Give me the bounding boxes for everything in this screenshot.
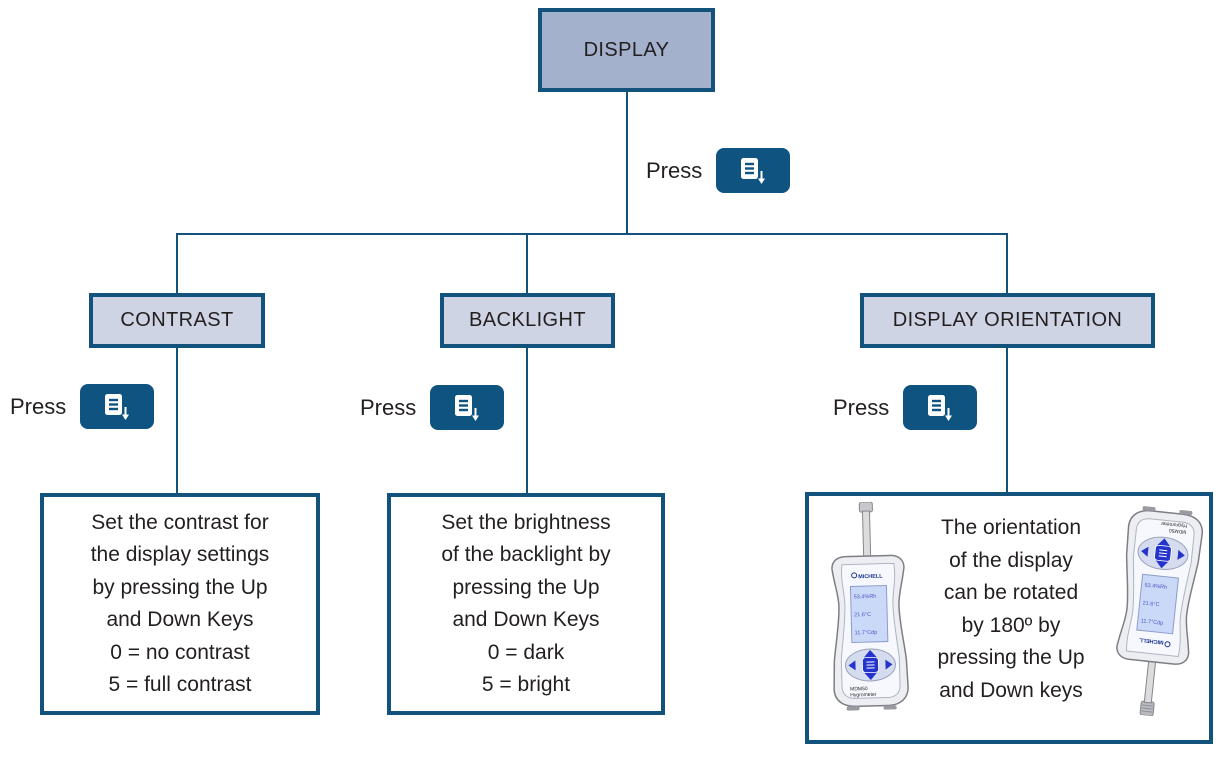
press-group-orientation: Press [833, 385, 978, 430]
press-label: Press [646, 157, 703, 183]
model-label: Hygrometer [1160, 520, 1187, 529]
lcd-line: 11.7°Cdp [1140, 618, 1163, 626]
right-key-icon [885, 659, 893, 670]
node-contrast-label: CONTRAST [120, 309, 234, 331]
node-display: DISPLAY [538, 8, 715, 92]
connector-orientation-desc [1006, 348, 1008, 492]
model-label: MDM50 [1168, 527, 1186, 535]
menu-down-key-icon [741, 157, 766, 184]
connector-drop-backlight [526, 233, 528, 293]
lcd-screen [1136, 573, 1180, 635]
node-display-orientation-label: DISPLAY ORIENTATION [892, 309, 1123, 331]
lcd-line: 21.6°C [854, 612, 871, 618]
press-group-backlight: Press [360, 385, 505, 430]
hygrometer-icon: MICHELL 53.4%Rh 21.6°C 11.7°Cdp MDM50 Hy… [831, 501, 909, 711]
hygrometer-icon: MICHELL 53.4%Rh 21.6°C 11.7°Cdp MDM50 Hy… [1116, 506, 1203, 717]
lcd-line: 11.7°Cdp [855, 630, 878, 637]
model-label: MDM50 [850, 686, 868, 692]
press-group-contrast: Press [10, 384, 155, 429]
lcd-line: 53.4%Rh [854, 594, 877, 601]
contrast-description: Set the contrast for the display setting… [90, 510, 270, 697]
node-backlight: BACKLIGHT [440, 293, 615, 348]
menu-down-key-button [903, 385, 978, 430]
node-display-label: DISPLAY [583, 38, 670, 61]
down-key-icon [1156, 538, 1171, 548]
connector-horizontal [176, 233, 1008, 235]
brand-logo-icon [1164, 641, 1171, 648]
menu-down-key-icon [105, 393, 130, 420]
menu-down-key-button [430, 385, 505, 430]
lcd-line: 53.4%Rh [1144, 583, 1167, 591]
connector-backlight-desc [526, 348, 528, 493]
press-label: Press [360, 394, 417, 420]
descbox-backlight: Set the brightness of the backlight by p… [387, 493, 665, 715]
connector-drop-contrast [176, 233, 178, 293]
connector-contrast-desc [176, 348, 178, 493]
left-key-icon [1177, 549, 1185, 560]
brand-logo-icon [851, 572, 858, 579]
press-label: Press [10, 393, 67, 419]
hygrometer-image-rotated: MICHELL 53.4%Rh 21.6°C 11.7°Cdp MDM50 Hy… [1100, 500, 1214, 720]
down-key-icon [863, 671, 878, 680]
backlight-description: Set the brightness of the backlight by p… [441, 510, 611, 697]
up-key-icon [1155, 559, 1170, 569]
lcd-screen [849, 585, 889, 643]
lcd-screen-flipped: 53.4%Rh 21.6°C 11.7°Cdp [1136, 573, 1180, 635]
menu-down-key-icon [928, 394, 953, 421]
orientation-description: The orientation of the display can be ro… [937, 516, 1085, 702]
lcd-line: 21.6°C [1142, 600, 1159, 608]
node-backlight-label: BACKLIGHT [469, 309, 586, 331]
node-display-orientation: DISPLAY ORIENTATION [860, 293, 1155, 348]
menu-down-key-button [80, 384, 155, 429]
press-label: Press [833, 394, 890, 420]
menu-down-key-button [716, 148, 791, 193]
descbox-display-orientation: MICHELL 53.4%Rh 21.6°C 11.7°Cdp MDM50 Hy… [805, 492, 1213, 744]
node-contrast: CONTRAST [89, 293, 265, 348]
connector-drop-orientation [1006, 233, 1008, 293]
menu-down-key-icon [455, 394, 480, 421]
connector-root-down [626, 92, 628, 233]
left-key-icon [848, 660, 856, 671]
right-key-icon [1141, 546, 1149, 557]
hygrometer-image-upright: MICHELL 53.4%Rh 21.6°C 11.7°Cdp MDM50 Hy… [820, 501, 918, 715]
up-key-icon [863, 649, 878, 659]
descbox-contrast: Set the contrast for the display setting… [40, 493, 320, 715]
brand-label: MICHELL [858, 574, 883, 581]
brand-label: MICHELL [1138, 636, 1164, 645]
model-label: Hygrometer [850, 692, 877, 699]
press-group-root: Press [646, 148, 791, 193]
